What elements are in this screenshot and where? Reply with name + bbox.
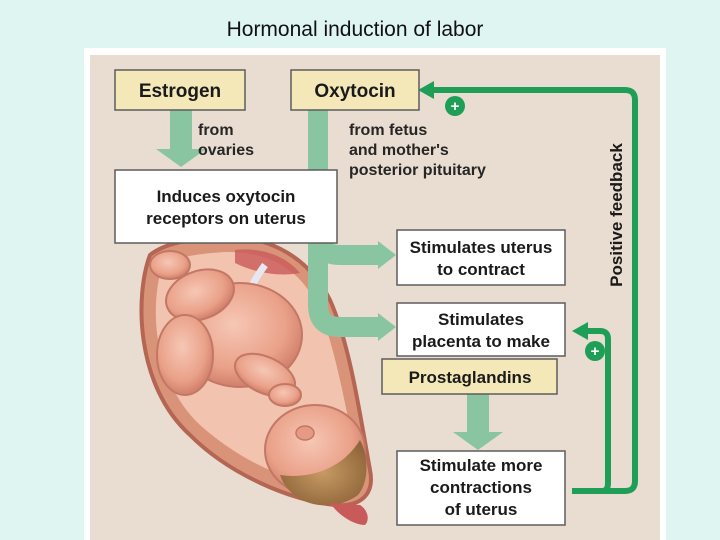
fetus-ear <box>295 425 315 441</box>
feedback-label: Positive feedback <box>607 143 626 287</box>
oxytocin-source-line-1: from fetus <box>349 122 427 139</box>
contractions-line-2: contractions <box>430 478 532 497</box>
estrogen-source-line-1: from <box>198 122 234 139</box>
receptors-line-1: Induces oxytocin <box>157 187 296 206</box>
fetus-thigh <box>165 268 235 322</box>
estrogen-arrow-head <box>156 149 206 167</box>
positive-feedback-loops: + + Positive feedback <box>418 81 638 494</box>
uterus-contract-box: Stimulates uterus to contract <box>396 229 566 286</box>
oxytocin-arrow-head-placenta <box>378 313 396 341</box>
feedback-loop-oxytocin <box>432 87 638 494</box>
plus-sign: + <box>451 98 460 115</box>
receptors-box: Induces oxytocin receptors on uterus <box>114 169 338 244</box>
prostaglandin-arrow-head <box>453 432 503 450</box>
estrogen-label: Estrogen <box>139 81 221 102</box>
oxytocin-arrow-head-uterus <box>378 241 396 269</box>
labor-induction-diagram: + + Positive feedback Estrogen Oxytocin … <box>90 55 660 540</box>
oxytocin-source-line-2: and mother's <box>349 142 449 159</box>
oxytocin-label: Oxytocin <box>314 81 395 102</box>
oxytocin-source-line-3: posterior pituitary <box>349 162 486 179</box>
slide-title: Hormonal induction of labor <box>226 18 484 41</box>
placenta-line-2: placenta to make <box>412 332 550 351</box>
uterus-contract-line-1: Stimulates uterus <box>410 238 553 257</box>
feedback-arrow-head-prostaglandins <box>572 322 588 340</box>
fetus-hair <box>280 440 367 506</box>
prostaglandins-box: Prostaglandins <box>381 358 558 395</box>
diagram-canvas: + + Positive feedback Estrogen Oxytocin … <box>114 69 638 526</box>
feedback-arrow-head-oxytocin <box>418 81 434 99</box>
placenta-box: Stimulates placenta to make <box>396 302 566 357</box>
estrogen-source-line-2: ovaries <box>198 142 254 159</box>
prostaglandin-arrow-shaft <box>467 393 489 433</box>
oxytocin-box: Oxytocin <box>290 69 420 111</box>
contractions-box: Stimulate more contractions of uterus <box>396 450 566 526</box>
uterus-contract-line-2: to contract <box>437 260 525 279</box>
cervix <box>330 503 368 525</box>
plus-badge-prostaglandins: + <box>585 341 605 361</box>
estrogen-source-note: from ovaries <box>198 122 254 159</box>
plus-badge-oxytocin: + <box>445 96 465 116</box>
contractions-line-3: of uterus <box>445 500 518 519</box>
fetus-leg <box>156 314 214 396</box>
fetus-hand <box>268 383 302 407</box>
prostaglandins-label: Prostaglandins <box>409 368 532 387</box>
placenta <box>235 249 300 275</box>
contractions-line-1: Stimulate more <box>420 456 543 475</box>
receptors-line-2: receptors on uterus <box>146 209 306 228</box>
estrogen-box: Estrogen <box>114 69 246 111</box>
estrogen-arrow-shaft <box>170 110 192 150</box>
fetus-foot <box>149 250 191 280</box>
placenta-line-1: Stimulates <box>438 310 524 329</box>
plus-sign: + <box>591 343 600 360</box>
oxytocin-arrow-to-placenta <box>308 235 378 337</box>
oxytocin-source-note: from fetus and mother's posterior pituit… <box>349 122 486 179</box>
fetus-in-uterus-illustration <box>139 234 373 525</box>
feedback-loop-prostaglandins <box>580 328 611 494</box>
